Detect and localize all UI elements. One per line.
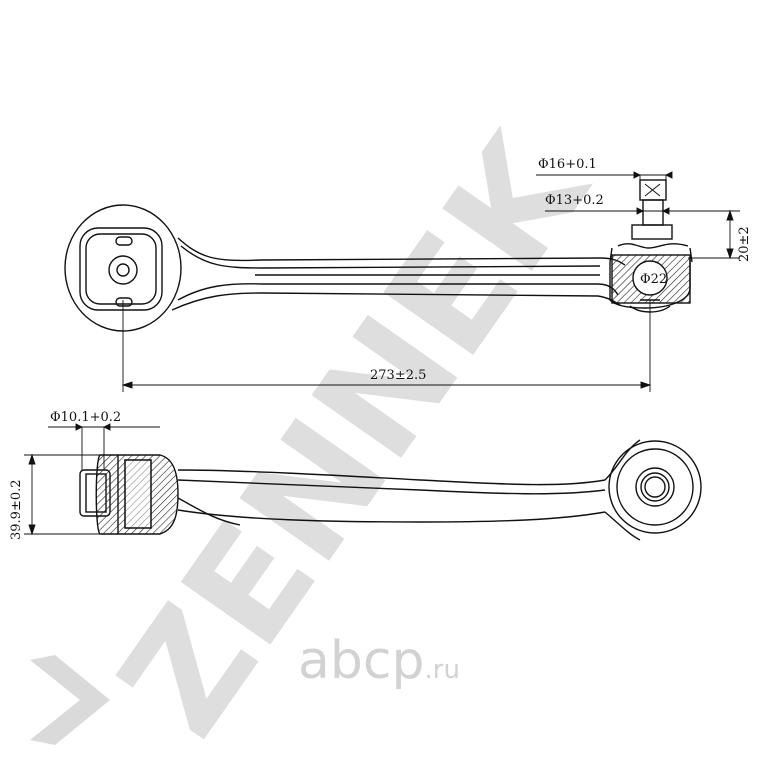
dim-bushing-width: 39.9±0.2 [9, 479, 24, 540]
abcp-logo: abcp.ru [298, 631, 460, 691]
dim-stud-height: 20±2 [737, 226, 752, 262]
dim-ball-dia: Φ22 [640, 272, 667, 287]
side-eye-outer [608, 440, 702, 534]
top-eye-bore [108, 255, 138, 285]
dim-stud-mid-dia: Φ13+0.2 [545, 193, 604, 208]
side-arm-body [177, 469, 606, 486]
side-view [79, 439, 702, 541]
watermark-chevron [30, 655, 110, 745]
top-view [64, 179, 693, 332]
top-eye-inner-frame [79, 227, 163, 311]
dim-stud-top-dia: Φ16+0.1 [538, 157, 597, 172]
top-ball [632, 260, 668, 296]
top-view-dimensions [121, 171, 740, 392]
dim-overall-length: 273±2.5 [370, 368, 426, 383]
side-eye-bore [635, 467, 675, 507]
abcp-logo-suffix: .ru [424, 655, 459, 685]
side-view-dimensions [24, 423, 160, 536]
dim-bushing-bore: Φ10.1+0.2 [50, 410, 121, 425]
abcp-logo-text: abcp.ru [298, 631, 460, 691]
